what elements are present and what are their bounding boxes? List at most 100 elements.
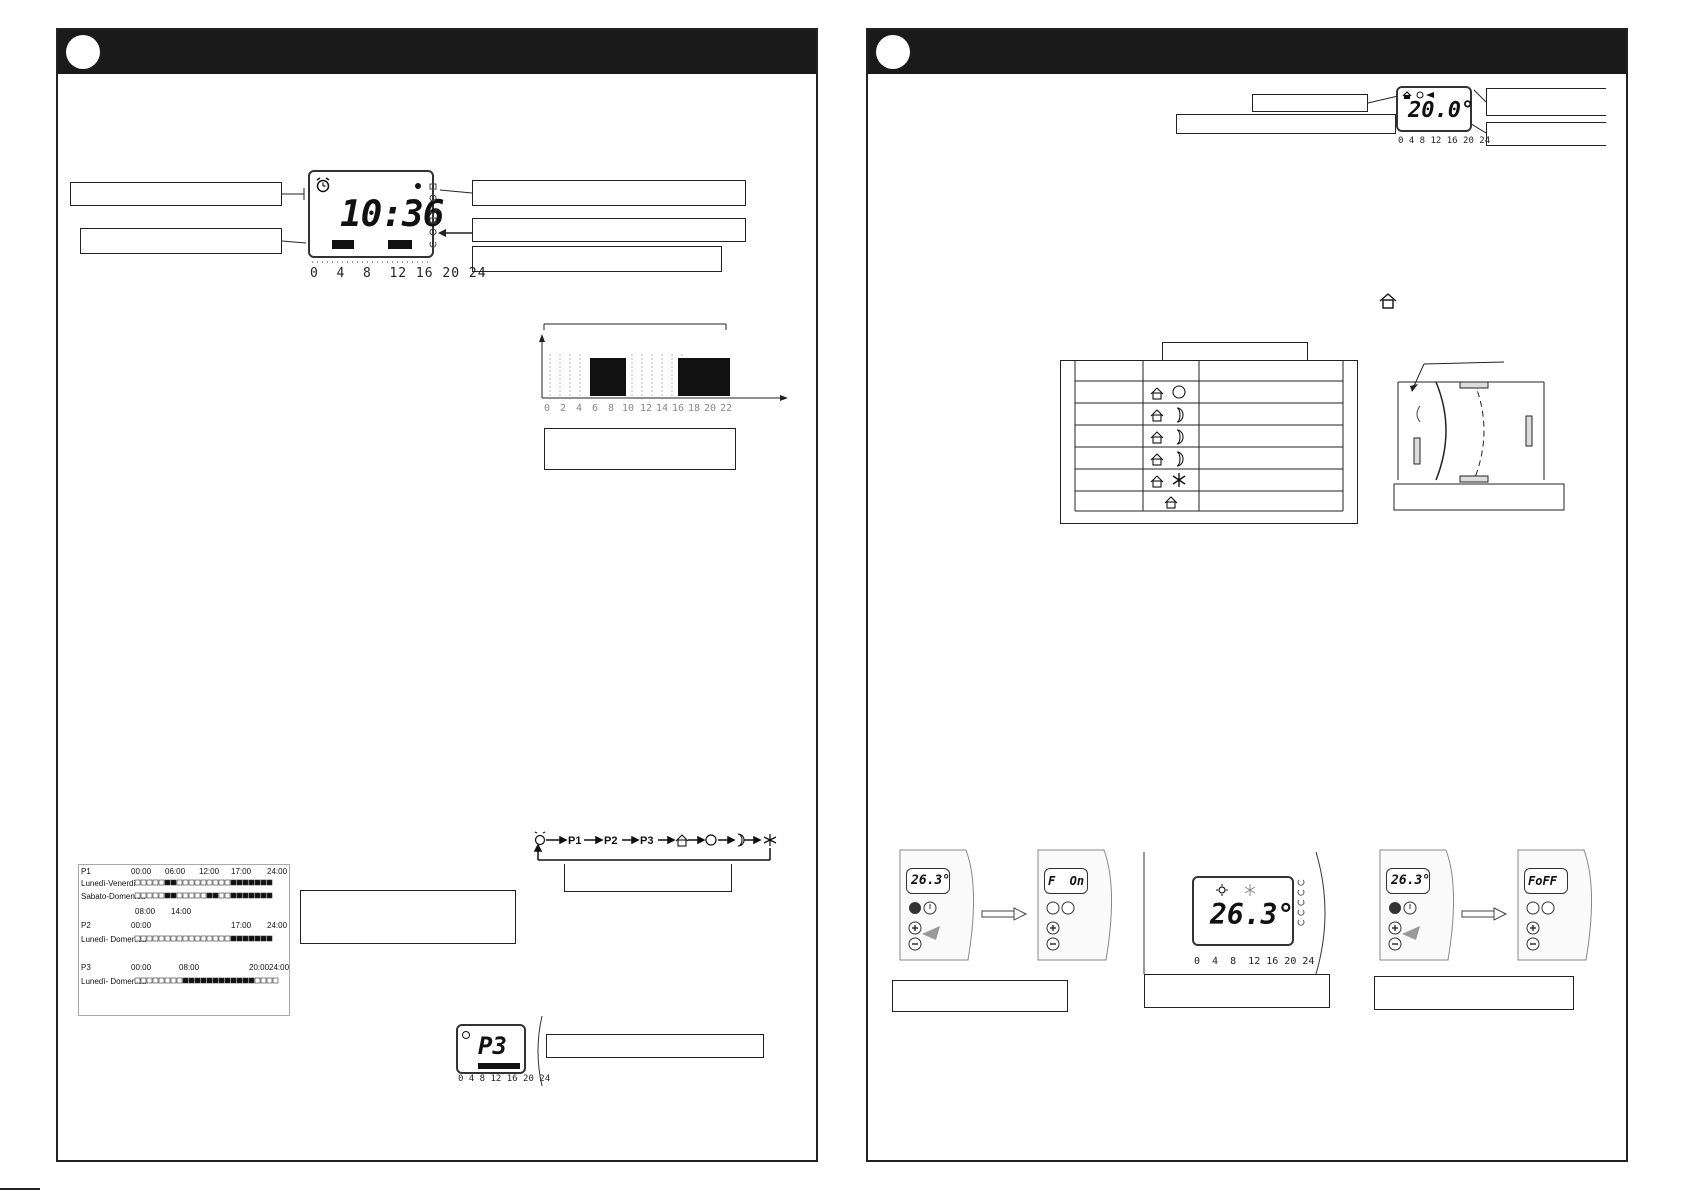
program-table: P1 00:00 06:00 12:00 17:00 24:00 Lunedì-…	[78, 864, 290, 1016]
p1-time: 24:00	[267, 867, 288, 876]
p1-label: P1	[81, 867, 91, 876]
mode-button	[909, 902, 921, 914]
sun-icon	[1172, 385, 1186, 399]
p2-row-label: Lunedì- Domenica	[81, 935, 147, 944]
home-icon	[1150, 453, 1164, 466]
fan-panel-1-lcd: 26.3°	[906, 868, 950, 894]
modes-table-title-box	[1162, 342, 1308, 360]
fan-panel-2-temp: 26.3°	[1210, 898, 1295, 931]
alarm-clock-icon	[316, 177, 330, 193]
snowflake-icon	[1244, 884, 1256, 896]
fan-panel-3b-buttons	[1526, 901, 1555, 951]
p3-label: P3	[81, 963, 91, 972]
home-icon	[1150, 409, 1164, 422]
callout-box-temperature	[1176, 114, 1396, 134]
moon-icon	[1176, 429, 1184, 445]
home-icon	[675, 834, 689, 847]
power-button	[1061, 901, 1075, 915]
right-section-number-circle	[876, 35, 910, 69]
mode-sequence-diagram: P1 P2 P3	[533, 831, 777, 861]
callout-box-mode-column	[472, 218, 746, 242]
right-hour-scale: 0 4 8 12 16 20 24	[1398, 136, 1491, 146]
sun-icon	[705, 834, 717, 846]
p1-time: 17:00	[231, 867, 252, 876]
right-header-bar	[868, 30, 1626, 74]
hour-axis-label: 6	[592, 403, 598, 414]
mode-p2-label: P2	[604, 835, 617, 847]
page-bottom-mark	[0, 1188, 40, 1190]
fan-panel-2-caption-box	[1144, 974, 1330, 1008]
fan-panel-1-caption-box	[892, 980, 1068, 1012]
arrow-left-indicator-icon	[1426, 92, 1434, 98]
p3-device-edge	[537, 1015, 543, 1087]
p1-row-label: Lunedì-Venerdì	[81, 879, 136, 888]
program-bar-segments	[332, 240, 412, 249]
p1-time: 00:00	[131, 867, 152, 876]
moon-icon	[1176, 451, 1184, 467]
p2-time: 24:00	[267, 921, 288, 930]
moon-icon	[1176, 407, 1184, 423]
hour-axis-label: 0	[544, 403, 550, 414]
home-icon	[1150, 387, 1164, 400]
transition-arrow-1	[981, 907, 1028, 921]
sun-icon	[1416, 91, 1424, 99]
hour-axis-label: 16	[672, 403, 684, 414]
home-mode-icon	[1379, 293, 1397, 309]
fan-panel-3-lcd: 26.3°	[1386, 868, 1430, 894]
fan-panel-2-hour-scale: 0 4 8 12 16 20 24	[1194, 956, 1315, 967]
p2-time: 00:00	[131, 921, 152, 930]
p3-time: 00:00	[131, 963, 152, 972]
fan-panel-3-temp: 26.3°	[1391, 873, 1431, 888]
device-edge-2	[1143, 851, 1326, 975]
fan-panel-3-caption-box	[1374, 976, 1574, 1010]
active-program-dot	[415, 183, 421, 189]
mode-sequence-caption-box	[564, 864, 732, 892]
p3-bar-segments	[478, 1063, 520, 1069]
p3-row-label: Lunedì- Domenica	[81, 977, 147, 986]
hour-axis-label: 10	[622, 403, 634, 414]
hour-axis-label: 18	[688, 403, 700, 414]
p3-time: 20:00	[249, 963, 270, 972]
chart-caption-box	[544, 428, 736, 470]
program-temperature-chart: 0 2 4 6 8 10 12 14 16 18 20 22	[539, 323, 788, 414]
program-table-caption-box	[300, 890, 516, 944]
fan-off-text: FoFF	[1528, 874, 1557, 888]
hour-axis-label: 14	[656, 403, 668, 414]
program-hour-blocks	[134, 879, 279, 984]
callout-lines	[281, 188, 473, 244]
p2-label: P2	[81, 921, 91, 930]
snowflake-icon	[763, 834, 777, 846]
callout-box-mode-indicator	[472, 180, 746, 206]
callout-box-bars	[80, 228, 282, 254]
p3-digits: P3	[478, 1032, 507, 1060]
p3-hour-scale: 0 4 8 12 16 20 24	[458, 1074, 551, 1084]
fan-on-text: F On	[1048, 874, 1085, 888]
right-callout-lines	[1367, 89, 1487, 134]
modes-table-grid	[1074, 361, 1344, 512]
callout-box-mode-right	[1486, 88, 1606, 116]
mode-p3-label: P3	[640, 835, 653, 847]
fan-panel-1b-buttons	[1046, 901, 1075, 951]
p3-time: 08:00	[179, 963, 200, 972]
p1-time: 12:00	[199, 867, 220, 876]
hour-axis-label: 12	[640, 403, 652, 414]
clock-lcd-display: 10:36	[308, 170, 444, 258]
right-page: 20.0° 0 4 8 12 16 20 24	[866, 28, 1628, 1162]
hour-axis-label: 4	[576, 403, 582, 414]
fan-panel-1-buttons	[908, 901, 940, 951]
home-icon	[1150, 431, 1164, 444]
hour-axis-label: 2	[560, 403, 566, 414]
callout-box-home-icon	[1252, 94, 1368, 112]
moon-icon	[737, 833, 745, 847]
modes-table	[1060, 360, 1358, 524]
callout-box-alarm	[70, 182, 282, 206]
fan-panel-3b-lcd: FoFF	[1524, 868, 1568, 894]
callout-box-scale	[472, 246, 722, 272]
mode-button	[1046, 901, 1060, 915]
hour-axis-label: 20	[704, 403, 716, 414]
fan-panel-1-temp: 26.3°	[911, 873, 951, 888]
hour-axis-label: 8	[608, 403, 614, 414]
temperature-lcd-display: 20.0°	[1396, 86, 1474, 132]
fan-panel-1b-lcd: F On	[1044, 868, 1088, 894]
p1-extra-time: 14:00	[171, 907, 192, 916]
